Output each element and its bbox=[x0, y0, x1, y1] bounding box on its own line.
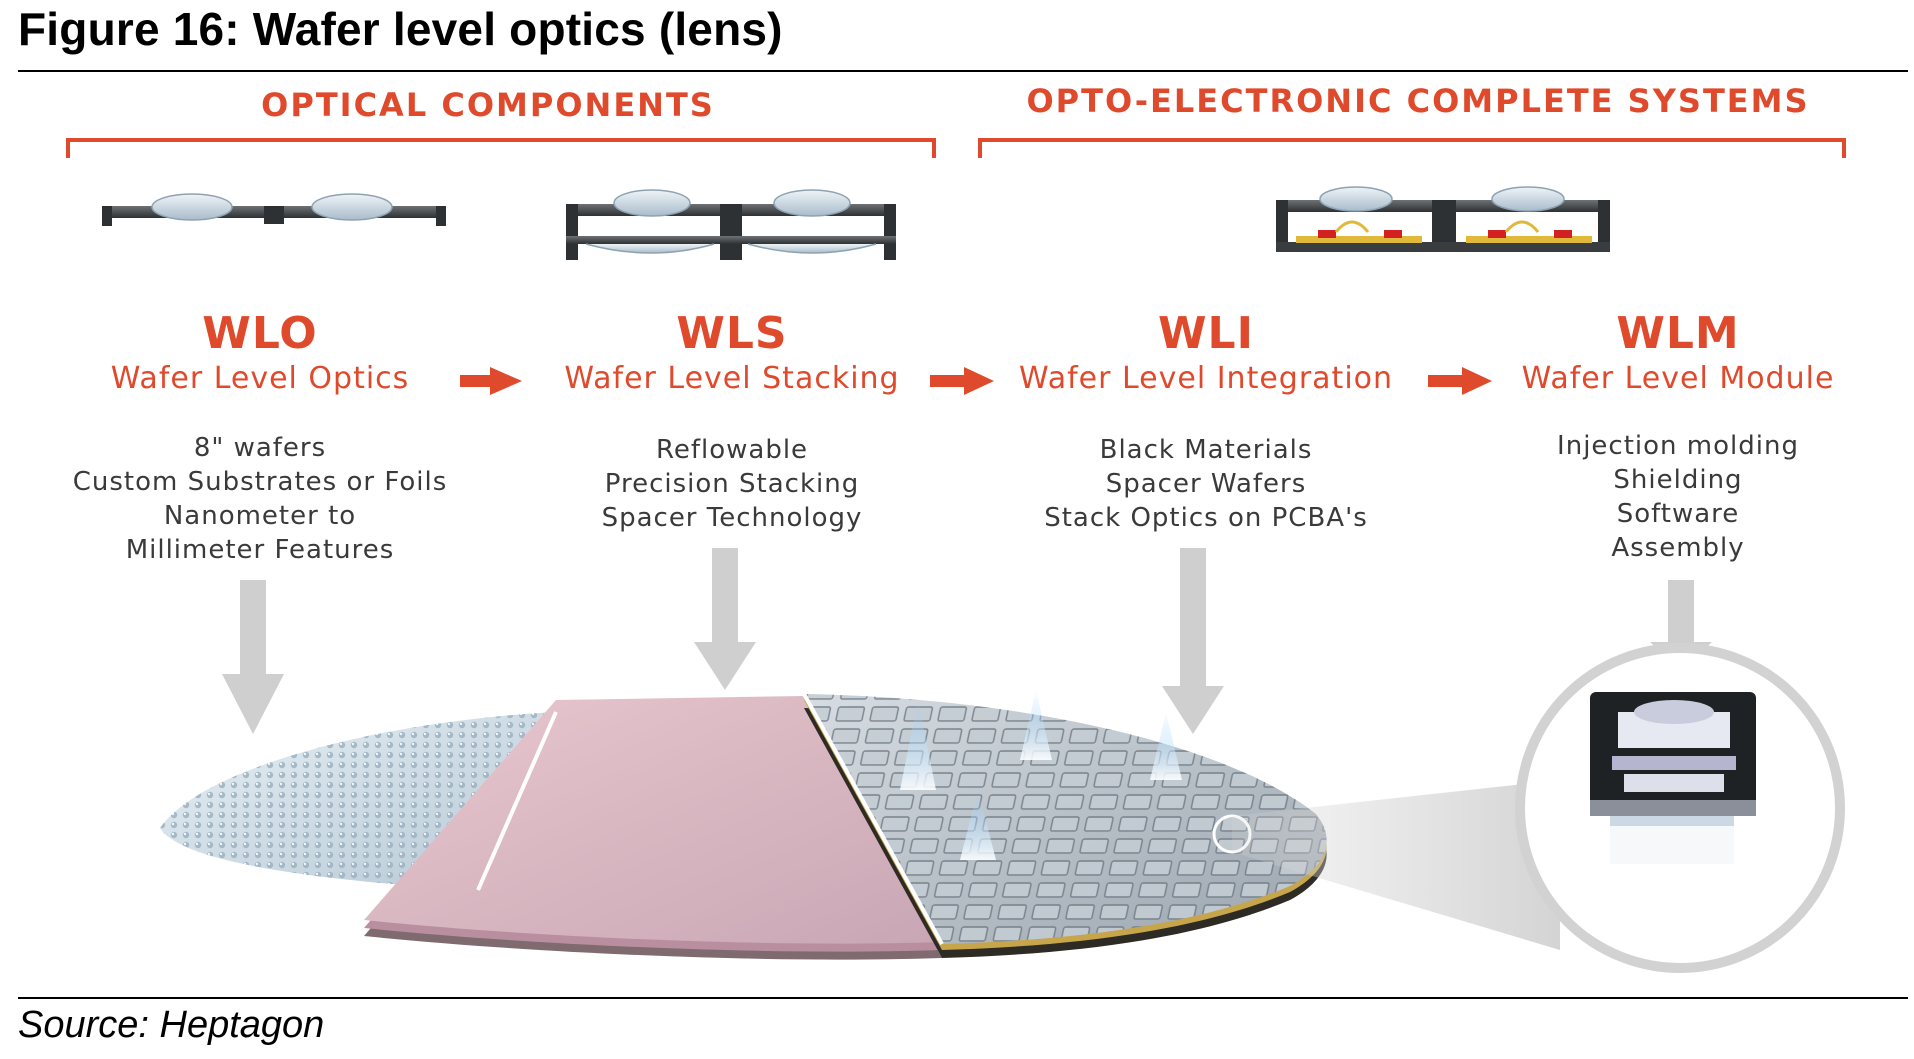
stage-code-wlo: WLO bbox=[202, 308, 317, 359]
stage-code-wlm: WLM bbox=[1616, 308, 1739, 359]
source-rule bbox=[18, 997, 1908, 999]
bracket-opto-electronic-systems bbox=[978, 138, 1846, 158]
down-arrow-icon bbox=[1162, 548, 1224, 734]
bracket-optical-components bbox=[66, 138, 936, 158]
stage-code-wli: WLI bbox=[1158, 308, 1254, 359]
wlm-module-illustration bbox=[1515, 643, 1845, 973]
feature-line: Assembly bbox=[1611, 533, 1744, 563]
source-note: Source: Heptagon bbox=[18, 1004, 325, 1046]
feature-line: Millimeter Features bbox=[126, 535, 395, 565]
stage-name-wlm: Wafer Level Module bbox=[1522, 361, 1835, 396]
flow-arrow-icon bbox=[930, 367, 994, 395]
wli-cross-section-icon bbox=[1276, 186, 1610, 252]
feature-line: Injection molding bbox=[1557, 431, 1799, 461]
stage-name-wls: Wafer Level Stacking bbox=[564, 361, 899, 396]
feature-line: Shielding bbox=[1613, 465, 1742, 495]
figure-title: Figure 16: Wafer level optics (lens) bbox=[18, 3, 783, 55]
category-opto-electronic-systems: OPTO-ELECTRONIC COMPLETE SYSTEMS bbox=[1026, 82, 1809, 120]
feature-line: Custom Substrates or Foils bbox=[73, 467, 448, 497]
wafer-illustration bbox=[160, 690, 1327, 960]
feature-line: Precision Stacking bbox=[605, 469, 859, 499]
stage-code-wls: WLS bbox=[676, 308, 787, 359]
feature-line: Spacer Wafers bbox=[1106, 469, 1307, 499]
feature-line: Nanometer to bbox=[164, 501, 356, 531]
feature-line: Reflowable bbox=[656, 435, 808, 465]
down-arrow-icon bbox=[222, 580, 284, 734]
wlo-cross-section-icon bbox=[102, 193, 446, 226]
feature-line: Software bbox=[1617, 499, 1740, 529]
feature-line: Black Materials bbox=[1100, 435, 1313, 465]
category-optical-components: OPTICAL COMPONENTS bbox=[261, 86, 715, 124]
wls-cross-section-icon bbox=[566, 189, 896, 260]
flow-arrow-icon bbox=[1428, 367, 1492, 395]
stage-name-wlo: Wafer Level Optics bbox=[111, 361, 410, 396]
flow-arrow-icon bbox=[460, 367, 522, 395]
feature-line: Stack Optics on PCBA's bbox=[1044, 503, 1368, 533]
feature-line: Spacer Technology bbox=[602, 503, 863, 533]
callout-cone bbox=[1232, 780, 1560, 950]
title-rule bbox=[18, 70, 1908, 72]
down-arrow-icon bbox=[694, 548, 756, 690]
feature-line: 8" wafers bbox=[194, 433, 326, 463]
stage-name-wli: Wafer Level Integration bbox=[1019, 361, 1393, 396]
